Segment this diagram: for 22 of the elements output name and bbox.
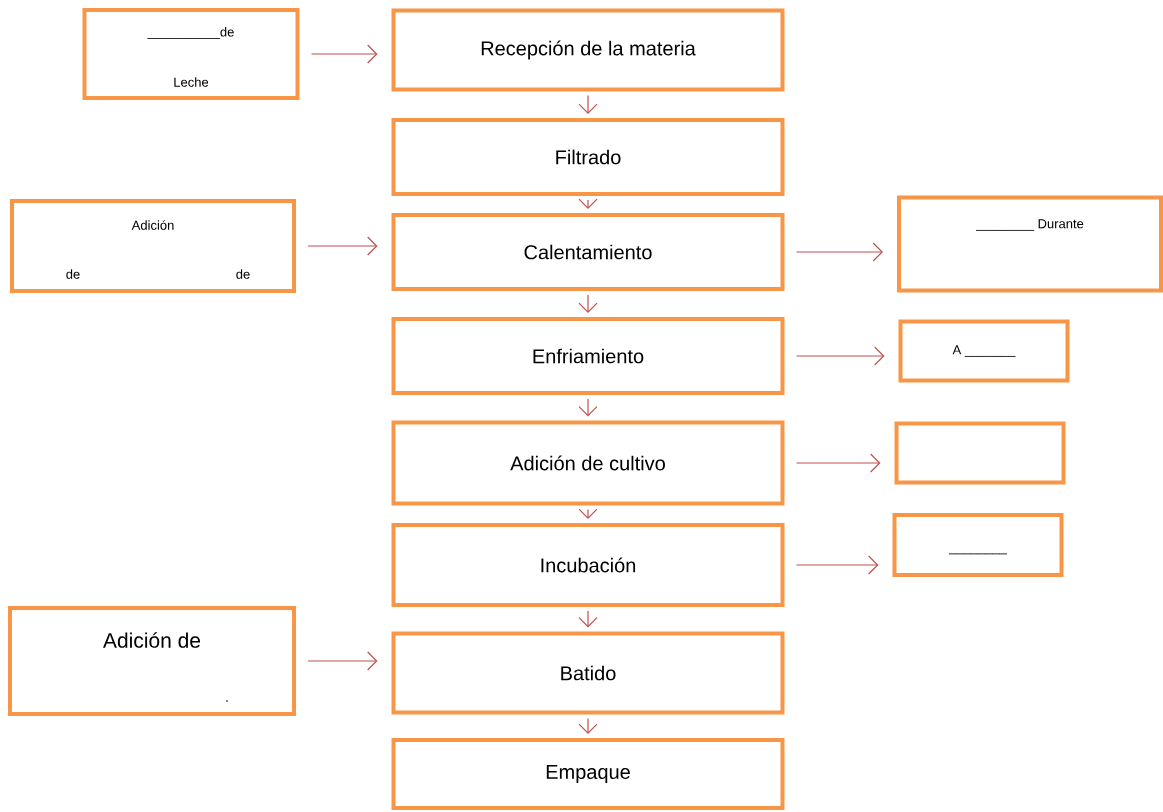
arrow	[310, 44, 378, 64]
arrow	[795, 555, 879, 575]
process-box: Recepción de la materia	[391, 8, 785, 92]
note-box: Adición de .	[8, 606, 296, 716]
note-box: Adición de de	[10, 199, 296, 293]
arrow	[795, 346, 885, 366]
arrow	[307, 236, 378, 256]
note-box: __________de Leche	[82, 8, 300, 100]
process-box: Adición de cultivo	[391, 420, 785, 506]
note-box: ________ Durante	[897, 195, 1163, 293]
process-box: Filtrado	[391, 118, 785, 196]
process-box: Batido	[391, 631, 785, 715]
note-box: ________	[892, 513, 1064, 577]
process-box: Empaque	[391, 738, 785, 810]
process-box: Enfriamiento	[391, 317, 785, 395]
arrow	[307, 651, 378, 671]
empty-box	[894, 421, 1066, 485]
process-box: Incubación	[391, 523, 785, 607]
arrow	[795, 453, 881, 473]
process-box: Calentamiento	[391, 213, 785, 291]
note-box: A _______	[898, 319, 1070, 383]
arrow	[795, 242, 883, 262]
